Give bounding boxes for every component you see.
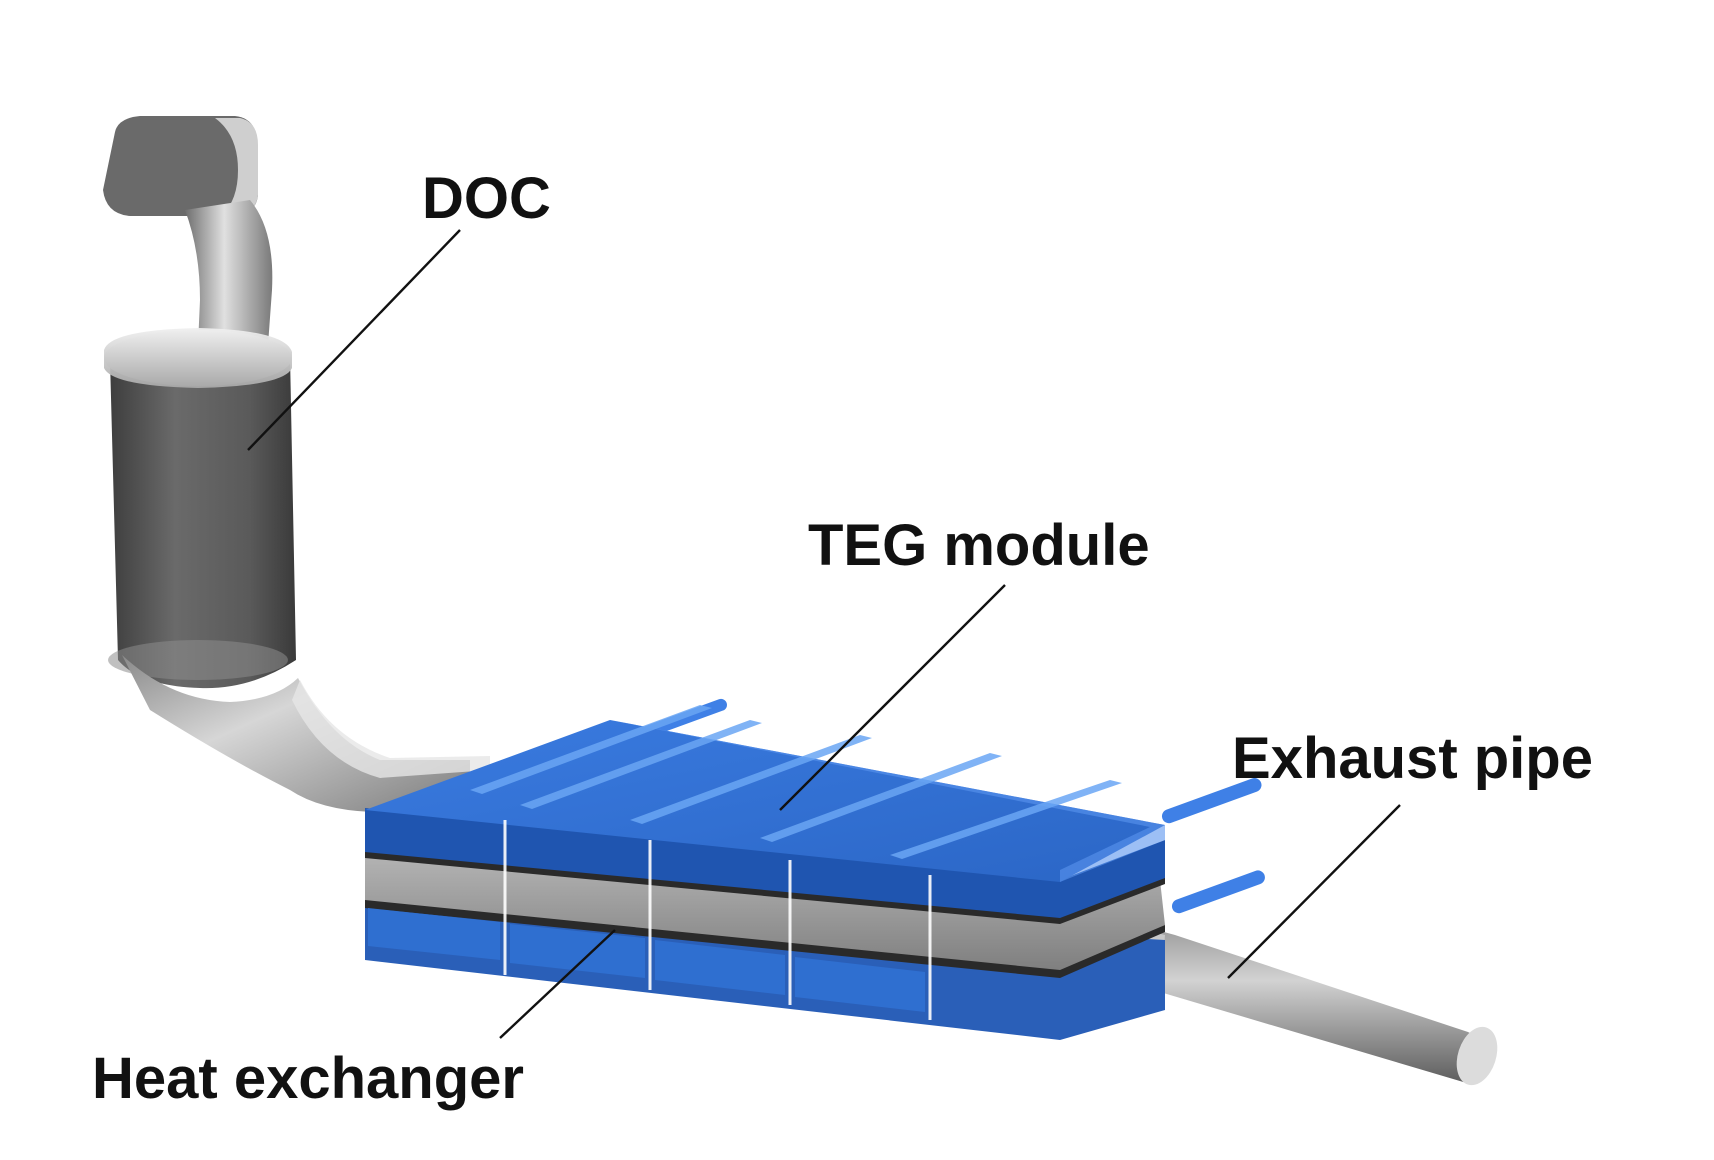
doc-label: DOC [422,166,551,231]
inlet-pipe [185,200,273,345]
teg-top-stripes [470,705,1122,859]
exhaust-pipe-label: Exhaust pipe [1232,726,1593,791]
teg-lower-segments [368,908,925,1012]
module-dividers [503,820,932,1020]
heat-exchanger-label: Heat exchanger [92,1046,524,1111]
teg-leader-line [779,584,1006,811]
heat-exchanger-leader-line [499,929,616,1039]
inlet-flange [103,116,258,216]
heat-exchanger-layer [365,845,1165,975]
doc-canister [104,328,296,689]
teg-module-label: TEG module [808,513,1150,578]
doc-leader-line [247,229,461,451]
exhaust-pipe-shape [1120,925,1498,1086]
exhaust-leader-line [1227,804,1401,979]
teg-upper-side [365,808,1165,920]
